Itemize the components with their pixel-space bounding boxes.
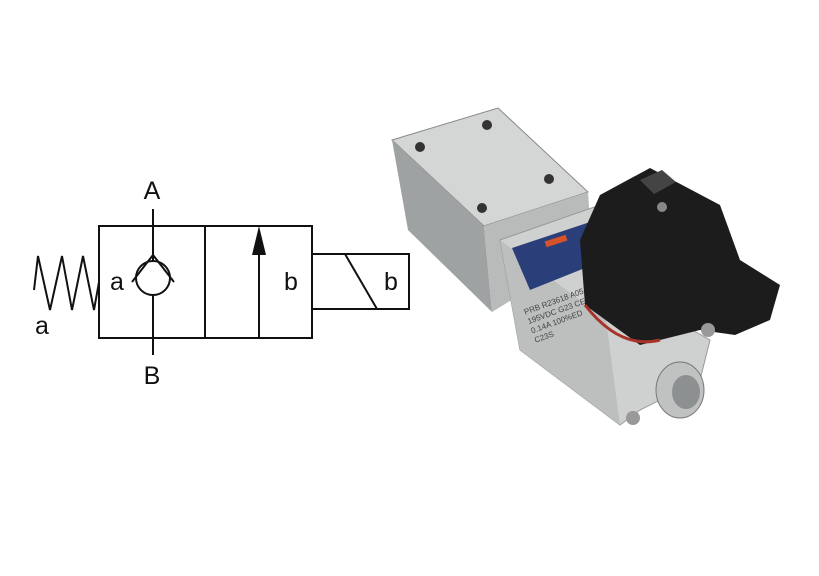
flow-arrow-head — [252, 226, 266, 255]
solenoid-diagonal — [344, 253, 378, 310]
solenoid-label: b — [384, 268, 398, 296]
valve-product-photo: PRB R23618 A05 195VDC G23 CE 0.14A 100%E… — [391, 107, 780, 426]
position-a-label: a — [110, 268, 124, 296]
spring-label: a — [35, 312, 49, 340]
solenoid-box — [311, 253, 410, 310]
position-b-label: b — [284, 268, 298, 296]
nameplate — [512, 222, 600, 290]
spring-icon — [33, 255, 100, 311]
check-valve-seat — [131, 253, 175, 283]
port-a-label: A — [144, 177, 161, 205]
connector-plug — [580, 168, 780, 345]
port-b-label: B — [144, 362, 161, 390]
check-valve-ball — [135, 260, 171, 296]
